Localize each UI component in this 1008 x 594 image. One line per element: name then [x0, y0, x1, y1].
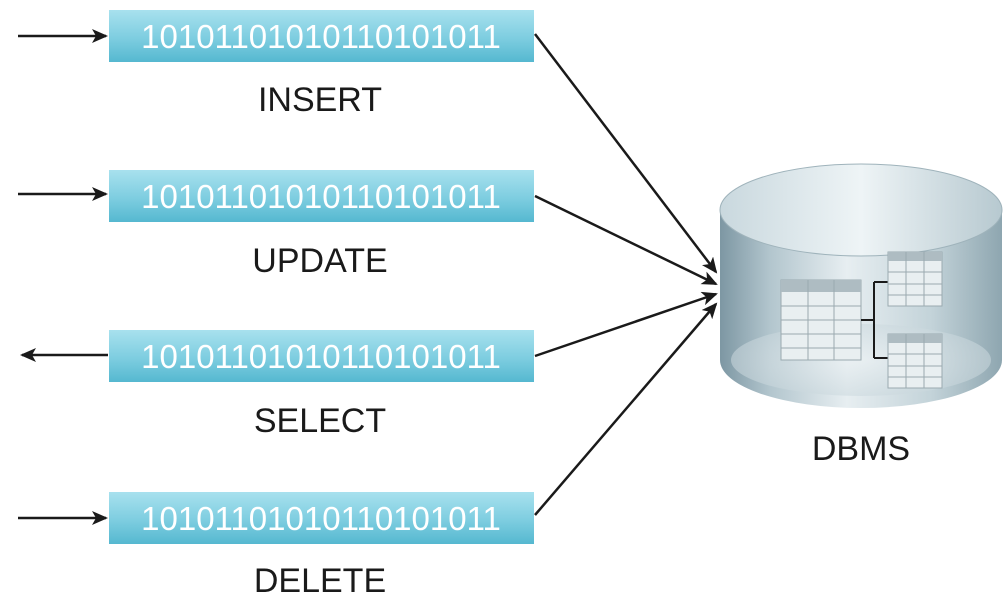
insert-label: INSERT — [258, 81, 382, 119]
update-to-dbms-arrow — [534, 194, 718, 286]
database-cylinder-icon — [719, 163, 1003, 408]
dbms-label: DBMS — [812, 430, 910, 468]
operation-select: 10101101010110101011 SELECT — [20, 330, 534, 440]
dbms-connectors — [534, 33, 718, 516]
delete-binary-text: 10101101010110101011 — [141, 500, 501, 537]
update-label: UPDATE — [252, 242, 387, 280]
operation-insert: 10101101010110101011 INSERT — [18, 10, 534, 119]
cylinder-top — [719, 163, 1003, 257]
delete-label: DELETE — [254, 562, 386, 594]
select-data-bar — [109, 330, 534, 382]
insert-data-bar — [109, 10, 534, 62]
insert-binary-text: 10101101010110101011 — [141, 18, 501, 55]
table-related-bottom-icon — [887, 333, 943, 389]
operation-update: 10101101010110101011 UPDATE — [18, 170, 534, 280]
update-binary-text: 10101101010110101011 — [141, 178, 501, 215]
update-data-bar — [109, 170, 534, 222]
select-to-dbms-arrow — [534, 291, 718, 358]
table-main-icon — [780, 279, 862, 361]
select-label: SELECT — [254, 402, 386, 440]
delete-to-dbms-arrow — [534, 302, 718, 516]
table-relationship-connector — [861, 281, 888, 359]
delete-data-bar — [109, 492, 534, 544]
operation-delete: 10101101010110101011 DELETE — [18, 492, 534, 594]
select-binary-text: 10101101010110101011 — [141, 338, 501, 375]
table-related-top-icon — [887, 251, 943, 307]
insert-to-dbms-arrow — [534, 33, 718, 274]
